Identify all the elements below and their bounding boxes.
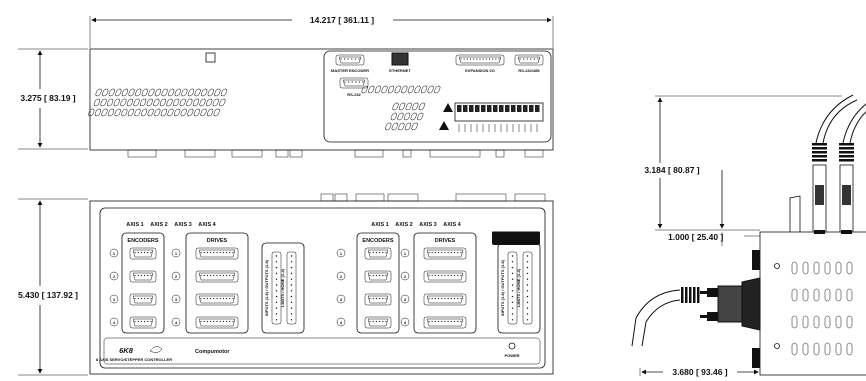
- io-label: INPUTS (1-8) / OUTPUTS (1-8): [500, 259, 505, 316]
- axis-label: AXIS 3: [174, 222, 191, 228]
- side-depth-dimension: 3.680 [ 93.46 ]: [672, 367, 727, 377]
- drives-label: DRIVES: [435, 238, 456, 244]
- axis-number: 2: [340, 274, 343, 279]
- axis-number: 3: [113, 297, 116, 302]
- axis-label: AXIS 2: [150, 222, 167, 228]
- axis-number: 2: [113, 274, 116, 279]
- side-view: 3.184 [ 80.87 ] 1.000 [ 25.40 ] 3.680 [ …: [631, 94, 866, 377]
- power-label: POWER: [504, 353, 519, 358]
- axis-number: 1: [340, 251, 343, 256]
- top-height-dimension: 3.275 [ 83.19 ]: [20, 93, 75, 103]
- axis-number: 2: [404, 274, 407, 279]
- encoders-label: ENCODERS: [127, 238, 159, 244]
- axis-number: 1: [175, 251, 178, 256]
- top-connector-label: ETHERNET: [389, 68, 411, 73]
- axis-label: AXIS 4: [198, 222, 216, 228]
- axis-number: 4: [113, 320, 116, 325]
- axis-number: 2: [175, 274, 178, 279]
- compumotor-brand: Compumotor: [195, 349, 230, 355]
- top-connector-label: EXPANSION I/O: [465, 68, 495, 73]
- drives-label: DRIVES: [207, 238, 228, 244]
- io-label: LIMITS / HOME (1-4): [280, 268, 285, 307]
- top-connector-label: RS-232: [347, 92, 361, 97]
- side-height-dimension: 3.184 [ 80.87 ]: [644, 165, 699, 175]
- model-subtitle: 8 AXIS SERVO/STEPPER CONTROLLER: [96, 357, 172, 362]
- axis-label: AXIS 1: [371, 222, 388, 228]
- parker-logo: Parker: [504, 235, 528, 244]
- axis-label: AXIS 4: [443, 222, 461, 228]
- io-label: LIMITS / HOME (1-4): [516, 268, 521, 307]
- top-connector-label: RS-232/485: [518, 68, 540, 73]
- axis-number: 1: [113, 251, 116, 256]
- axis-number: 3: [404, 297, 407, 302]
- model-name: 6K8: [119, 346, 134, 355]
- side-offset-dimension: 1.000 [ 25.40 ]: [668, 232, 723, 242]
- width-dimension: 14.217 [ 361.11 ]: [310, 15, 374, 25]
- top-view: 14.217 [ 361.11 ] 3.275 [ 83.19 ] MASTER…: [18, 15, 554, 158]
- axis-number: 4: [175, 320, 178, 325]
- axis-number: 4: [404, 320, 407, 325]
- encoders-label: ENCODERS: [362, 238, 394, 244]
- axis-number: 1: [404, 251, 407, 256]
- top-connector-label: MASTER ENCODER: [331, 68, 369, 73]
- io-label: INPUTS (1-8) / OUTPUTS (1-8): [264, 259, 269, 316]
- axis-number: 3: [175, 297, 178, 302]
- front-view: 5.430 [ 137.92 ] AXIS 1 AXIS 2 AXIS 3 AXIS …: [18, 193, 554, 376]
- axis-number: 4: [340, 320, 343, 325]
- axis-label: AXIS 1: [126, 222, 143, 228]
- axis-number: 3: [340, 297, 343, 302]
- front-height-dimension: 5.430 [ 137.92 ]: [18, 290, 78, 300]
- axis-label: AXIS 3: [419, 222, 436, 228]
- axis-label: AXIS 2: [395, 222, 412, 228]
